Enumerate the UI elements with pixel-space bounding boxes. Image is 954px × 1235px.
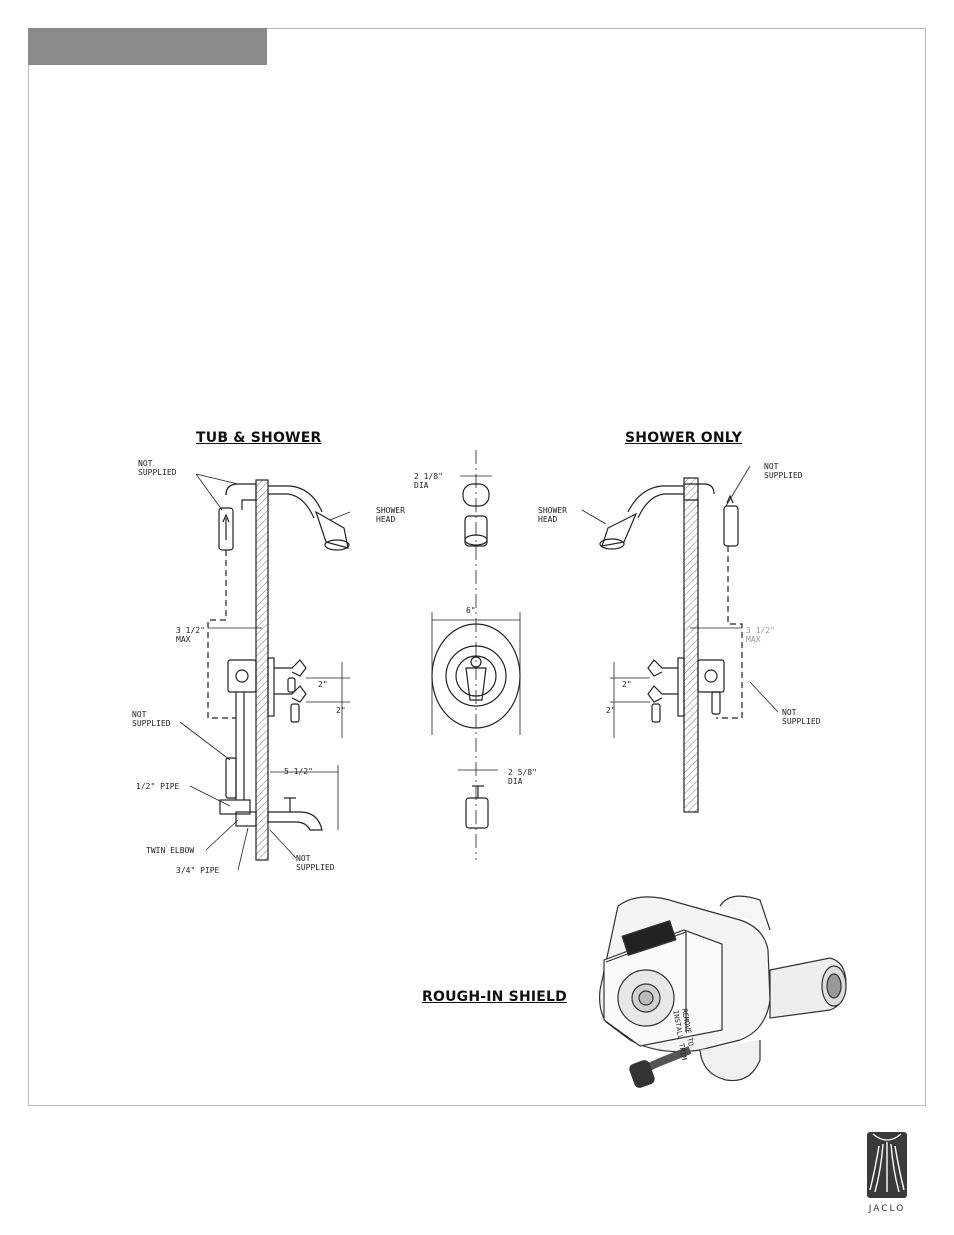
- label-not-supplied-5: NOT SUPPLIED: [782, 708, 821, 726]
- label-dia-2-1-8: 2 1/8" DIA: [414, 472, 443, 490]
- label-dia-2-5-8: 2 5/8" DIA: [508, 768, 537, 786]
- label-not-supplied-1: NOT SUPPLIED: [138, 459, 177, 477]
- shower-head-icon-2: [602, 514, 636, 546]
- label-dim-2-b: 2": [336, 706, 346, 715]
- label-dim-2-c: 2": [622, 680, 632, 689]
- tub-spout-front-icon: [466, 798, 488, 828]
- shower-head-icon: [316, 512, 348, 548]
- label-dim-2-d: 2": [606, 706, 616, 715]
- label-pipe-three-quarter: 3/4" PIPE: [176, 866, 219, 875]
- label-dim-5-5: 5 1/2": [284, 767, 313, 776]
- rough-in-valve-drawing: [600, 896, 846, 1089]
- wall-section-2: [684, 478, 698, 812]
- label-pipe-half: 1/2" PIPE: [136, 782, 179, 791]
- brand-name: JACLO: [862, 1204, 912, 1214]
- label-dim-2-a: 2": [318, 680, 328, 689]
- label-not-supplied-3: NOT SUPPLIED: [296, 854, 335, 872]
- label-shower-head-2: SHOWER HEAD: [538, 506, 567, 524]
- label-dim-6: 6": [466, 606, 476, 615]
- label-shower-head-1: SHOWER HEAD: [376, 506, 405, 524]
- label-max-3-5-b: 3 1/2" MAX: [746, 626, 775, 644]
- wall-section: [256, 480, 268, 860]
- label-not-supplied-4: NOT SUPPLIED: [764, 462, 803, 480]
- label-max-3-5: 3 1/2" MAX: [176, 626, 205, 644]
- label-not-supplied-2: NOT SUPPLIED: [132, 710, 171, 728]
- front-view-drawing: [432, 450, 520, 860]
- label-twin-elbow: TWIN ELBOW: [146, 846, 194, 855]
- tub-shower-drawing: [180, 474, 350, 870]
